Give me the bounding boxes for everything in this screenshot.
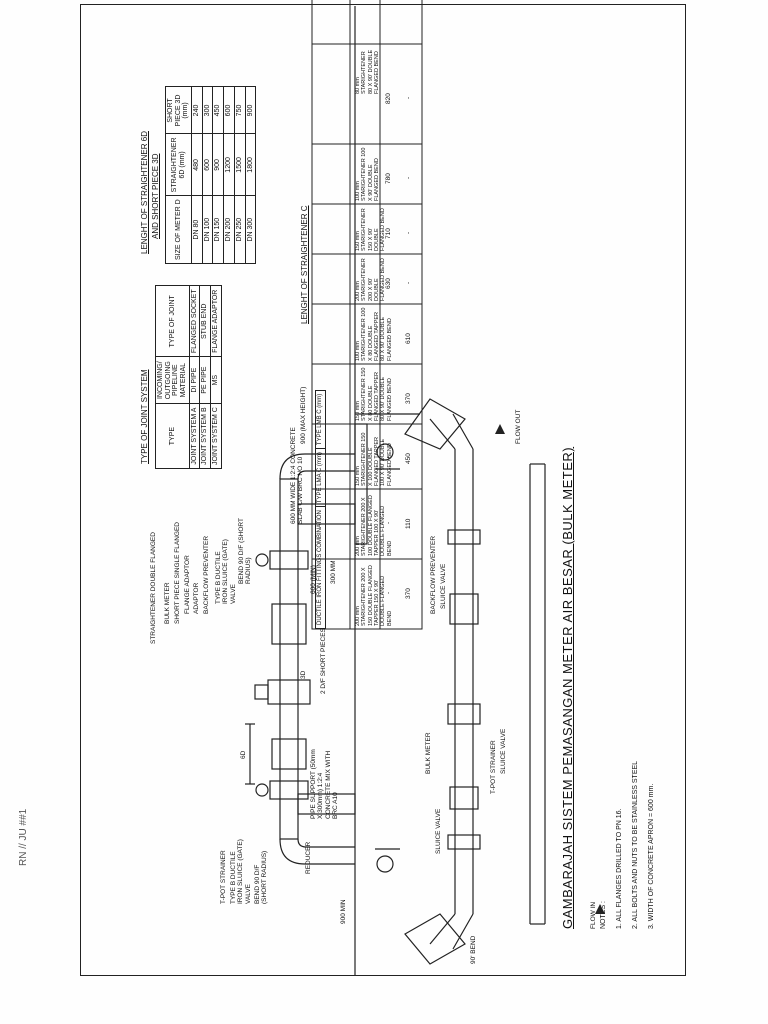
label-adaptor: ADAPTOR: [193, 582, 200, 614]
plan-label-sluice-right: SLUICE VALVE: [440, 563, 447, 609]
meter-register: [254, 684, 269, 700]
label-short-pieces: 2 D/F SHORT PIECES: [320, 628, 327, 694]
plan-meter: [447, 703, 481, 725]
left-valve-wheel: [255, 783, 269, 797]
plan-backflow: [449, 593, 479, 625]
plan-bend-right: [429, 413, 474, 450]
label-tpot: T-POT STRAINER: [220, 850, 227, 904]
left-valve: [269, 780, 309, 800]
right-pipe-end: [376, 443, 394, 461]
label-bend-right: BEND 90 D/F (SHORT RADIUS): [238, 518, 253, 584]
elevation-pipe: [279, 478, 299, 840]
flow-out-arrow: [495, 424, 505, 434]
plan-valve-right: [447, 529, 481, 545]
plan-bend-left: [429, 913, 474, 950]
label-short-piece: SHORT PIECE SINGLE FLANGED: [174, 522, 181, 624]
label-backflow: BACKFLOW PREVENTER: [203, 535, 210, 614]
label-bulk-meter: BULK METER: [164, 582, 171, 624]
label-900min: 900 MIN: [340, 899, 347, 924]
plan-tpot: [449, 786, 479, 810]
tpot-strainer: [271, 738, 307, 770]
left-bend: [279, 838, 355, 865]
plan-label-flow-out: FLOW OUT: [515, 409, 522, 444]
plan-right-pad: [404, 398, 466, 450]
right-valve-wheel: [255, 553, 269, 567]
plan-label-tpot: T-POT STRAINER: [490, 740, 497, 794]
plan-valve-left: [447, 834, 481, 850]
label-type-b-left: TYPE B DUCTILE IRON SLUICE (GATE) VALVE: [230, 839, 252, 904]
plan-label-bend: 90' BEND: [470, 935, 477, 964]
plan-label-sluice-left: SLUICE VALVE: [435, 808, 442, 854]
right-valve: [269, 550, 309, 570]
label-flange-adaptor: FLANGE ADAPTOR: [184, 555, 191, 614]
label-straightener: STRAIGHTENER DOUBLE FLANGED: [150, 532, 157, 644]
plan-label-sluice-mid: SLUICE VALVE: [500, 728, 507, 774]
label-300mm: 300 MM: [330, 560, 337, 584]
label-6d: 6D: [240, 750, 247, 759]
backflow-body: [271, 603, 307, 645]
flow-in-arrow: [595, 904, 605, 914]
label-900max: 900 (MAX HEIGHT): [300, 386, 307, 444]
left-pipe-end: [376, 855, 394, 873]
plan-label-bulk-meter: BULK METER: [425, 732, 432, 774]
plan-label-flow-in: FLOW IN: [590, 901, 597, 929]
label-reducer: REDUCER: [305, 841, 312, 874]
pipe-support-left: [297, 793, 356, 815]
label-bend-left: BEND 90 D/F (SHORT RADIUS): [254, 850, 269, 904]
label-type-b-valve: TYPE B DUCTILE IRON SLUICE (GATE) VALVE: [215, 539, 237, 604]
label-600min: 600 (MIN): [310, 565, 317, 594]
bulk-meter-body: [267, 679, 311, 705]
pipe-support-right: [297, 503, 356, 525]
plan-label-backflow: BACKFLOW PREVENTER: [430, 535, 437, 614]
label-3d: 3D: [300, 670, 307, 679]
plan-left-pad: [404, 913, 466, 965]
right-bend: [279, 453, 355, 480]
concrete-slab: [354, 423, 368, 545]
label-pipe-support: PIPE SUPPORT (50mm X 300mm) 1:2:4 CONCRE…: [310, 749, 340, 819]
